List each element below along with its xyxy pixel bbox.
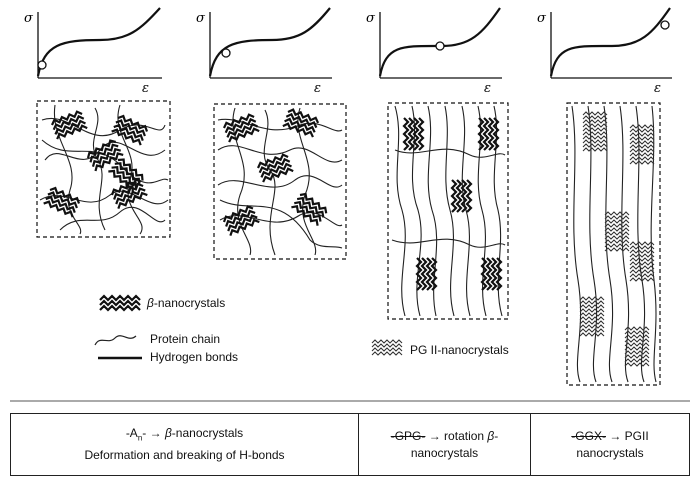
legend-protein-chain-label: Protein chain [150,332,221,346]
protein-chains-1 [39,104,169,235]
table-cell-beta-line1: -An- → β-nanocrystals [125,426,244,443]
structure-box-3 [387,102,509,320]
table-cell-gpg-line1: -GPG- → rotation β- [390,428,499,443]
epsilon-label-4: ε [654,81,661,96]
stress-plot-4: σ ε [537,7,672,96]
table-cell-ggx: -GGX- → PGII nanocrystals [530,413,690,476]
epsilon-label-3: ε [484,81,491,96]
mechanism-table: -An- → β-nanocrystals Deformation and br… [10,413,690,476]
structure-box-1 [36,100,171,238]
sigma-label-4: σ [537,11,547,26]
sigma-label-2: σ [196,11,206,26]
stress-plot-1: σ ε [24,7,162,96]
legend-hbond-label: Hydrogen bonds [150,350,239,364]
legend [94,294,403,360]
strain-marker-4 [660,20,670,30]
table-cell-gpg: -GPG- → rotation β- nanocrystals [358,413,531,476]
legend-pgii-icon [371,339,403,356]
table-cell-ggx-line2: nanocrystals [576,445,644,460]
beta-nanocrystals-3 [404,118,501,290]
legend-beta-label: β-nanocrystals [147,296,226,310]
stress-plot-3: σ ε [366,7,502,96]
legend-beta-icon [99,294,141,312]
legend-pgii-label: PG II-nanocrystals [410,343,509,357]
epsilon-label-1: ε [142,81,149,96]
stress-plot-2: σ ε [196,7,332,96]
table-cell-gpg-line2: nanocrystals [410,445,479,460]
sigma-label-3: σ [366,11,376,26]
protein-chains-4 [571,105,657,383]
strain-marker-3 [435,41,445,51]
epsilon-label-2: ε [314,81,321,96]
table-cell-ggx-line1: -GGX- → PGII [571,428,649,443]
structure-box-4 [566,102,661,386]
strain-marker-2 [221,48,231,58]
table-cell-beta: -An- → β-nanocrystals Deformation and br… [10,413,359,476]
table-cell-beta-line2: Deformation and breaking of H-bonds [84,447,285,462]
structure-box-2 [213,103,347,260]
legend-protein-chain-icon [94,335,137,346]
strain-marker-1 [37,60,47,70]
sigma-label-1: σ [24,11,34,26]
